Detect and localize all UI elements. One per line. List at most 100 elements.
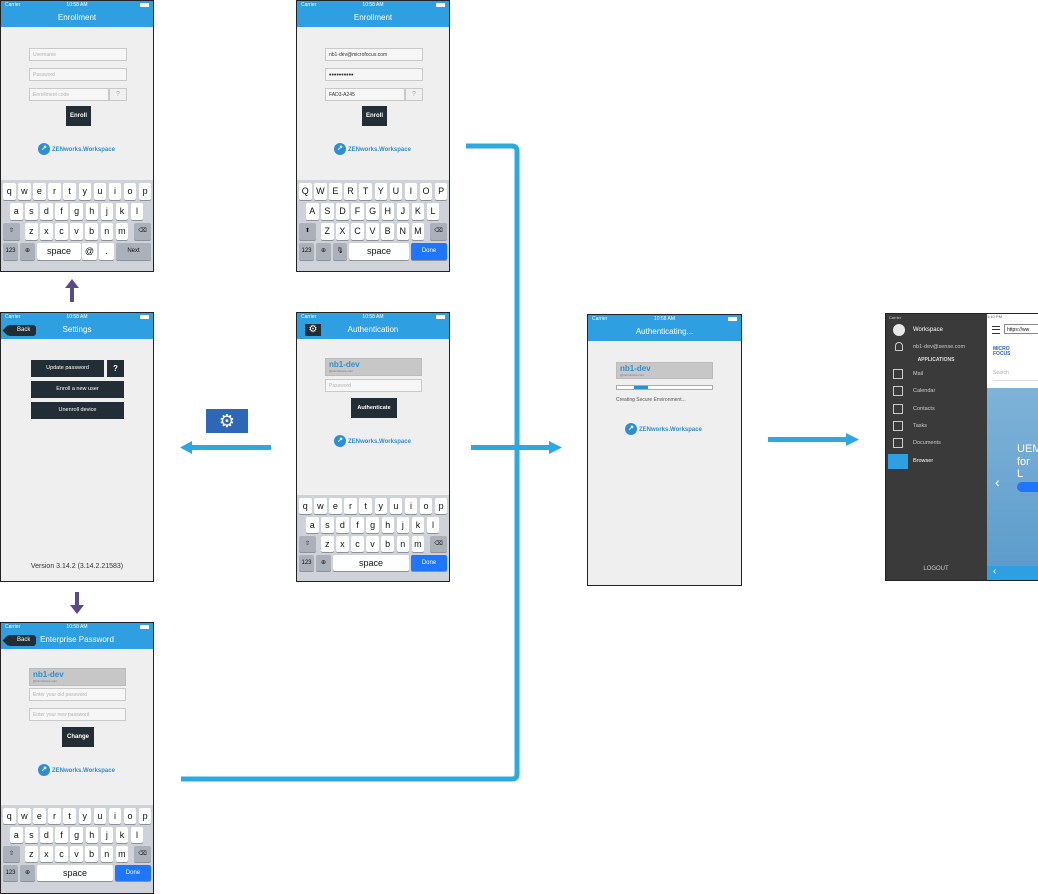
key-h[interactable]: h	[85, 827, 98, 843]
enroll-new-user-button[interactable]: Enroll a new user	[31, 381, 124, 398]
help-button[interactable]: ?	[109, 88, 127, 101]
key-s[interactable]: s	[25, 203, 38, 220]
shift-key[interactable]: ⇧	[3, 846, 20, 862]
key-d[interactable]: d	[40, 203, 53, 220]
space-key[interactable]: space	[333, 555, 409, 571]
backspace-key[interactable]: ⌫	[430, 536, 447, 552]
key-k[interactable]: k	[115, 203, 129, 220]
key-i[interactable]: i	[108, 808, 122, 824]
key-r[interactable]: r	[48, 808, 61, 824]
key-k[interactable]: k	[411, 517, 425, 533]
carousel-prev-icon[interactable]: ‹	[995, 474, 1000, 490]
enrollment-code-input[interactable]: Enrollment code	[29, 88, 109, 101]
key-u[interactable]: u	[389, 498, 403, 514]
key-a[interactable]: a	[306, 517, 319, 533]
key-f[interactable]: f	[55, 203, 68, 220]
key-A[interactable]: A	[306, 203, 319, 220]
key-D[interactable]: D	[336, 203, 349, 220]
key-O[interactable]: O	[419, 183, 433, 200]
username-input[interactable]: nb1-dev@microfocus.com	[325, 48, 423, 61]
key-a[interactable]: a	[10, 203, 23, 220]
globe-icon[interactable]: ⊕	[20, 243, 35, 260]
key-n[interactable]: n	[396, 536, 409, 552]
key-G[interactable]: G	[366, 203, 379, 220]
key-z[interactable]: z	[25, 223, 38, 240]
key-y[interactable]: y	[374, 498, 387, 514]
key-v[interactable]: v	[70, 846, 83, 862]
menu-item-tasks[interactable]: Tasks	[886, 418, 986, 435]
key-z[interactable]: z	[25, 846, 38, 862]
menu-item-mail[interactable]: Mail	[886, 366, 986, 383]
key-p[interactable]: p	[138, 808, 152, 824]
key-t[interactable]: t	[359, 498, 372, 514]
key-e[interactable]: e	[33, 183, 46, 200]
key-w[interactable]: w	[18, 183, 31, 200]
numbers-key[interactable]: 123	[3, 865, 18, 881]
key-t[interactable]: t	[63, 808, 76, 824]
key-F[interactable]: F	[351, 203, 364, 220]
key-y[interactable]: y	[78, 183, 91, 200]
key-x[interactable]: x	[336, 536, 349, 552]
dot-key[interactable]: .	[99, 243, 114, 260]
key-H[interactable]: H	[381, 203, 394, 220]
key-M[interactable]: M	[411, 223, 425, 240]
numbers-key[interactable]: 123	[299, 555, 314, 571]
key-f[interactable]: f	[351, 517, 364, 533]
key-x[interactable]: x	[40, 846, 53, 862]
key-g[interactable]: g	[366, 517, 379, 533]
key-z[interactable]: z	[321, 536, 334, 552]
key-w[interactable]: w	[18, 808, 31, 824]
gear-icon[interactable]: ⚙	[305, 324, 321, 336]
key-u[interactable]: u	[93, 183, 107, 200]
key-o[interactable]: o	[123, 808, 137, 824]
mic-icon[interactable]: 🎙	[333, 243, 347, 260]
key-g[interactable]: g	[70, 827, 83, 843]
key-S[interactable]: S	[321, 203, 334, 220]
key-l[interactable]: l	[426, 517, 440, 533]
enroll-button[interactable]: Enroll	[66, 106, 91, 126]
key-n[interactable]: n	[100, 846, 113, 862]
shift-key[interactable]: ⬆	[299, 223, 316, 240]
key-J[interactable]: J	[396, 203, 410, 220]
key-i[interactable]: i	[404, 498, 418, 514]
key-o[interactable]: o	[419, 498, 433, 514]
key-j[interactable]: j	[100, 203, 114, 220]
back-arrow-icon[interactable]: ‹	[993, 566, 997, 577]
key-i[interactable]: i	[108, 183, 122, 200]
key-s[interactable]: s	[321, 517, 334, 533]
key-w[interactable]: w	[314, 498, 327, 514]
key-j[interactable]: j	[396, 517, 410, 533]
key-v[interactable]: v	[70, 223, 83, 240]
at-key[interactable]: @	[82, 243, 97, 260]
key-h[interactable]: h	[381, 517, 394, 533]
key-m[interactable]: m	[115, 223, 129, 240]
key-f[interactable]: f	[55, 827, 68, 843]
key-a[interactable]: a	[10, 827, 23, 843]
space-key[interactable]: space	[37, 243, 81, 260]
key-q[interactable]: q	[3, 808, 16, 824]
key-b[interactable]: b	[85, 223, 98, 240]
new-password-input[interactable]: Enter your new password	[29, 708, 126, 721]
menu-icon[interactable]	[992, 326, 1000, 334]
back-button[interactable]: Back	[7, 635, 37, 646]
old-password-input[interactable]: Enter your old password	[29, 688, 126, 701]
key-x[interactable]: x	[40, 223, 53, 240]
backspace-key[interactable]: ⌫	[134, 223, 151, 240]
password-input[interactable]: Password	[325, 379, 422, 392]
key-r[interactable]: r	[48, 183, 61, 200]
key-q[interactable]: q	[3, 183, 16, 200]
key-N[interactable]: N	[396, 223, 409, 240]
globe-icon[interactable]: ⊕	[316, 243, 331, 260]
key-P[interactable]: P	[434, 183, 448, 200]
key-W[interactable]: W	[314, 183, 327, 200]
menu-item-browser[interactable]: Browser	[886, 453, 986, 470]
space-key[interactable]: space	[349, 243, 409, 260]
key-K[interactable]: K	[411, 203, 425, 220]
key-E[interactable]: E	[329, 183, 342, 200]
key-p[interactable]: p	[434, 498, 448, 514]
menu-item-contacts[interactable]: Contacts	[886, 401, 986, 418]
search-input[interactable]: Search	[993, 366, 1038, 381]
key-j[interactable]: j	[100, 827, 114, 843]
numbers-key[interactable]: 123	[299, 243, 314, 260]
backspace-key[interactable]: ⌫	[430, 223, 447, 240]
